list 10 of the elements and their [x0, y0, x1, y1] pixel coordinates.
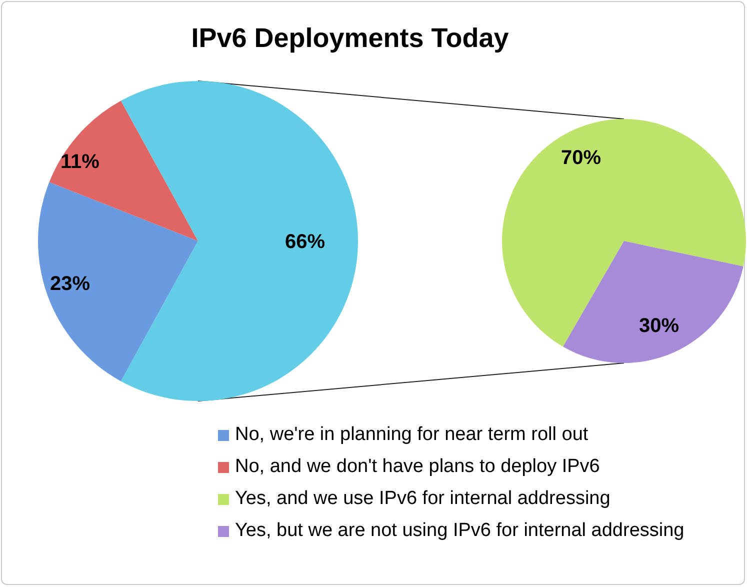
- legend-text: No, we're in planning for near term roll out: [235, 424, 588, 446]
- legend-text: Yes, and we use IPv6 for internal addressing: [235, 488, 610, 510]
- chart-title: IPv6 Deployments Today: [190, 22, 510, 55]
- value-label: 23%: [50, 272, 90, 297]
- value-label: 30%: [638, 314, 680, 339]
- legend-text: Yes, but we are not using IPv6 for internal addressing: [235, 520, 684, 542]
- value-label: 11%: [60, 150, 100, 175]
- value-label: 66%: [284, 230, 326, 255]
- value-label: 70%: [560, 146, 602, 171]
- legend-text: No, and we don't have plans to deploy IPv6: [235, 456, 600, 478]
